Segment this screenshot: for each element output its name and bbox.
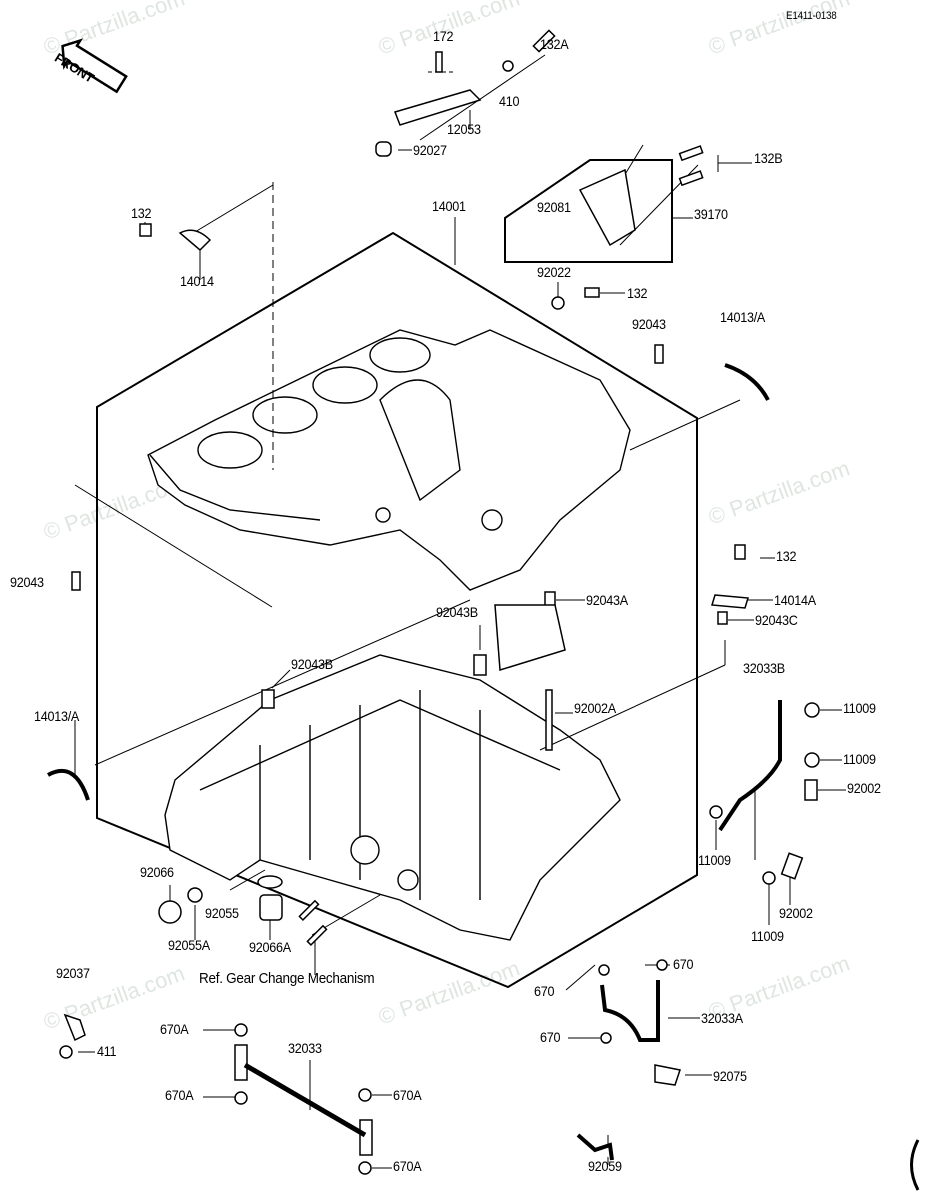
- part-label[interactable]: 92059: [588, 1158, 622, 1174]
- part-label[interactable]: 92002: [847, 780, 881, 796]
- part-label[interactable]: 92055: [205, 905, 239, 921]
- part-label[interactable]: 92043B: [291, 656, 333, 672]
- part-label[interactable]: 92022: [537, 264, 571, 280]
- part-label[interactable]: 11009: [751, 928, 784, 944]
- part-label[interactable]: 172: [433, 28, 454, 44]
- part-label[interactable]: 92002A: [574, 700, 616, 716]
- part-label[interactable]: 12053: [447, 121, 481, 137]
- part-label[interactable]: 670A: [160, 1021, 189, 1037]
- part-label[interactable]: 14014A: [774, 592, 816, 608]
- lower-crankcase: [164, 654, 621, 941]
- part-label[interactable]: 132: [627, 285, 648, 301]
- part-label[interactable]: 670A: [393, 1158, 422, 1174]
- part-label[interactable]: 32033B: [743, 660, 785, 676]
- part-label[interactable]: 670A: [393, 1087, 422, 1103]
- part-label[interactable]: 32033A: [701, 1010, 743, 1026]
- part-label[interactable]: 92043C: [755, 612, 798, 628]
- part-label[interactable]: 670A: [165, 1087, 194, 1103]
- part-label[interactable]: 92027: [413, 142, 447, 158]
- part-label[interactable]: 92043A: [586, 592, 628, 608]
- part-label[interactable]: 92066A: [249, 939, 291, 955]
- crankcase-assembly-outline: [96, 231, 698, 989]
- part-label[interactable]: 14013/A: [720, 309, 766, 325]
- part-label[interactable]: 92043: [632, 316, 666, 332]
- part-label[interactable]: 411: [97, 1043, 117, 1059]
- front-arrow-icon: [61, 38, 128, 94]
- part-label[interactable]: 132: [776, 548, 797, 564]
- part-label[interactable]: 92043: [10, 574, 44, 590]
- part-label[interactable]: 132A: [540, 36, 569, 52]
- part-label[interactable]: 670: [673, 956, 694, 972]
- part-label[interactable]: 132: [131, 205, 152, 221]
- part-label[interactable]: 11009: [843, 751, 876, 767]
- reference-note: Ref. Gear Change Mechanism: [199, 970, 375, 987]
- part-label[interactable]: 92037: [56, 965, 90, 981]
- part-label[interactable]: 132B: [754, 150, 783, 166]
- part-label[interactable]: 92055A: [168, 937, 210, 953]
- part-label[interactable]: 11009: [698, 852, 731, 868]
- part-label[interactable]: 670: [534, 983, 555, 999]
- part-label[interactable]: 14013/A: [34, 708, 80, 724]
- part-label[interactable]: 92081: [537, 199, 571, 215]
- part-label[interactable]: 410: [499, 93, 520, 109]
- diagram-code: E1411-0138: [786, 10, 837, 22]
- part-label[interactable]: 39170: [694, 206, 728, 222]
- part-label[interactable]: 92043B: [436, 604, 478, 620]
- upper-crankcase: [147, 329, 631, 591]
- part-label[interactable]: 11009: [843, 700, 876, 716]
- small-parts: [47, 29, 820, 1175]
- part-label[interactable]: 32033: [288, 1040, 322, 1056]
- tensioner-box-outline: [504, 159, 673, 263]
- part-label[interactable]: 92002: [779, 905, 813, 921]
- part-label[interactable]: 670: [540, 1029, 561, 1045]
- part-label[interactable]: 14001: [432, 198, 466, 214]
- part-label[interactable]: 92075: [713, 1068, 747, 1084]
- part-label[interactable]: 14014: [180, 273, 214, 289]
- part-label[interactable]: 92066: [140, 864, 174, 880]
